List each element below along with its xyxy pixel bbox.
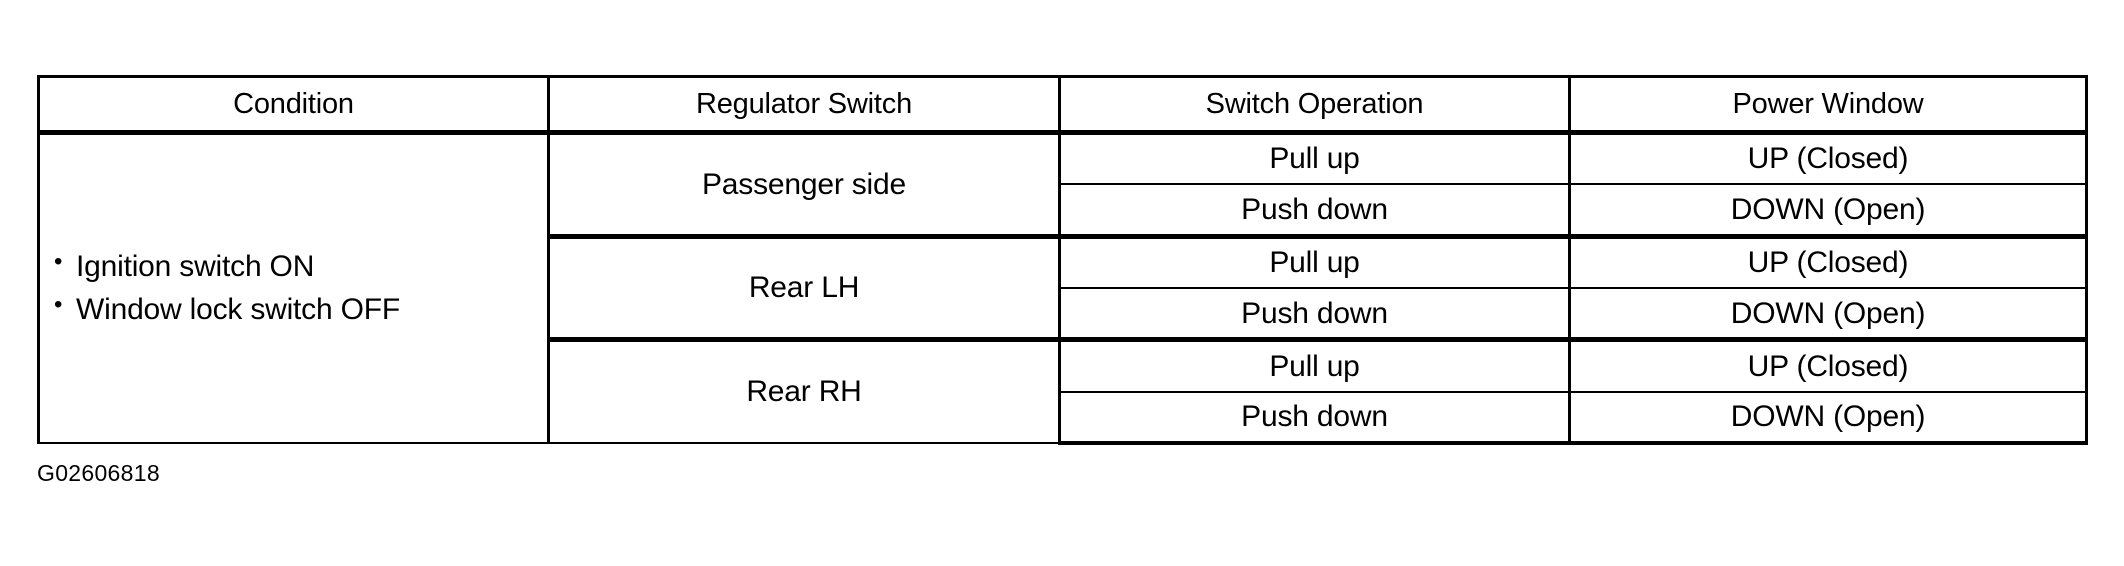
switch-operation-cell: Pull up <box>1058 337 1571 393</box>
column-header-power-window: Power Window <box>1568 75 2088 135</box>
power-window-cell: UP (Closed) <box>1568 130 2088 186</box>
table-row: Push down DOWN (Open) <box>39 390 2088 446</box>
condition-bullet: Ignition switch ON <box>54 245 547 289</box>
column-header-switch-operation: Switch Operation <box>1058 75 1571 135</box>
table-row: Push down DOWN (Open) <box>39 183 2088 238</box>
power-window-cell: UP (Closed) <box>1568 233 2088 290</box>
table-row: Rear LH Pull up UP (Closed) <box>39 233 2088 341</box>
condition-cell: Ignition switch ON Window lock switch OF… <box>37 132 550 444</box>
switch-operation-cell: Push down <box>1058 287 1571 341</box>
switch-operation-cell: Pull up <box>1058 233 1571 290</box>
table-header-row: Condition Regulator Switch Switch Operat… <box>37 75 2088 135</box>
power-window-cell: UP (Closed) <box>1568 337 2088 393</box>
table-row: Push down DOWN (Open) <box>39 287 2088 341</box>
power-window-operation-table: Condition Regulator Switch Switch Operat… <box>37 75 2088 446</box>
condition-list: Ignition switch ON Window lock switch OF… <box>54 245 547 332</box>
switch-operation-cell: Push down <box>1058 183 1571 238</box>
switch-operation-cell: Push down <box>1058 390 1571 446</box>
power-window-cell: DOWN (Open) <box>1568 287 2088 341</box>
power-window-cell: DOWN (Open) <box>1568 390 2088 446</box>
regulator-switch-cell: Rear RH <box>547 337 1061 445</box>
column-header-regulator-switch: Regulator Switch <box>547 75 1061 135</box>
table-row: Ignition switch ON Window lock switch OF… <box>37 130 2088 444</box>
regulator-switch-cell: Rear LH <box>547 233 1061 341</box>
condition-bullet: Window lock switch OFF <box>54 288 547 332</box>
figure-caption: G02606818 <box>37 460 160 486</box>
power-window-cell: DOWN (Open) <box>1568 183 2088 238</box>
regulator-switch-cell: Passenger side <box>547 130 1061 238</box>
column-header-condition: Condition <box>37 75 550 135</box>
switch-operation-cell: Pull up <box>1058 130 1571 186</box>
table-body: Ignition switch ON Window lock switch OF… <box>37 130 2088 446</box>
table-row: Rear RH Pull up UP (Closed) <box>39 337 2088 445</box>
table-header: Condition Regulator Switch Switch Operat… <box>37 75 2088 135</box>
